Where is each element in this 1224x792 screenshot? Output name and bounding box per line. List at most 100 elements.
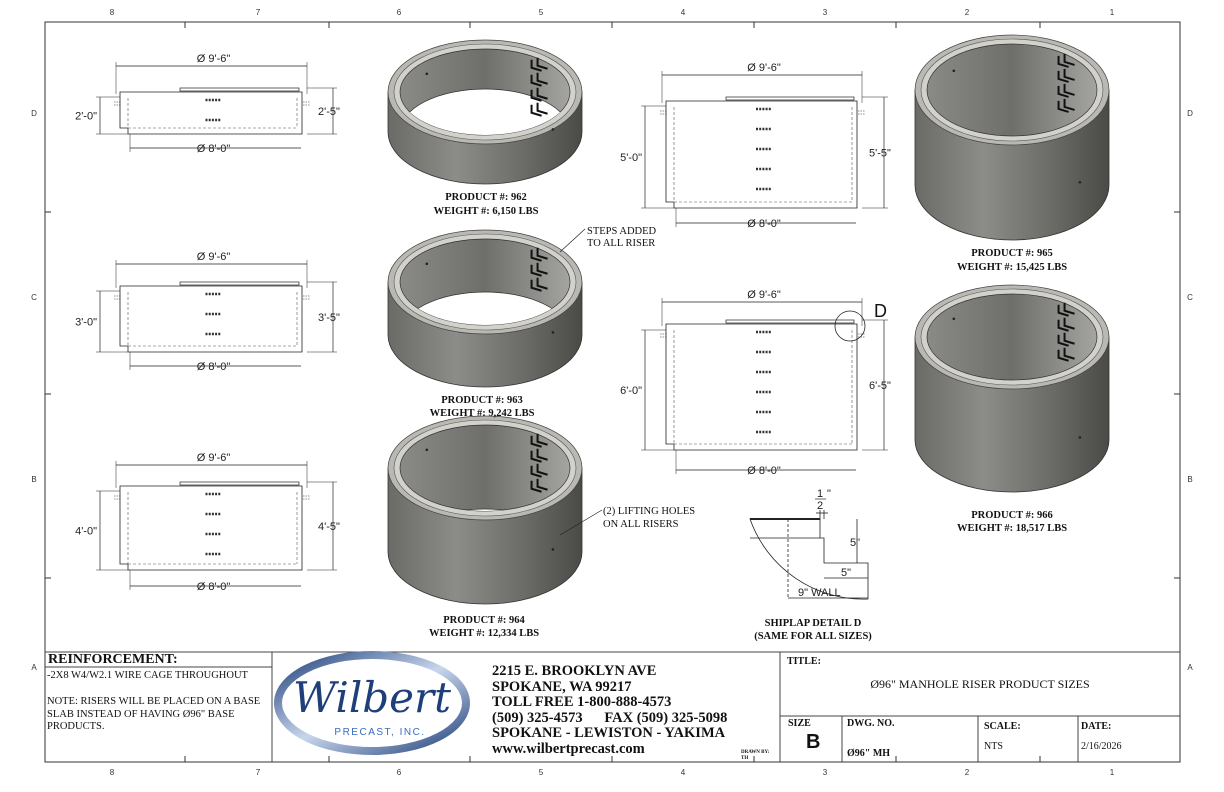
scale-value: NTS: [984, 741, 1003, 752]
manhole-step-icon: [530, 478, 548, 493]
zone-column-label: 3: [823, 768, 828, 777]
detail-step-dim: 5": [841, 567, 851, 579]
manhole-step-icon: [1057, 83, 1075, 98]
lifting-hole-icon: [425, 448, 429, 452]
overall-height-dim: 3'-5": [318, 312, 340, 324]
manhole-step-icon: [530, 57, 548, 72]
product-weight: WEIGHT #: 9,242 LBS: [430, 408, 535, 419]
riser-opening: [400, 508, 570, 511]
lifting-hole-icon: [551, 331, 555, 334]
lifting-hole-icon: [952, 69, 956, 73]
address-line: SPOKANE, WA 99217: [492, 678, 632, 695]
zone-row-label: B: [1187, 475, 1192, 484]
rim-lip: [725, 96, 855, 101]
manhole-step-icon: [530, 262, 548, 277]
riser-outline: [119, 485, 303, 571]
zone-row-label: A: [1187, 663, 1193, 672]
height-dim: 2'-0": [75, 111, 97, 123]
rim-lip: [179, 281, 300, 286]
wilbert-logo: Wilbert PRECAST, INC.: [274, 651, 470, 755]
manhole-step-icon: [530, 247, 548, 262]
product-number: PRODUCT #: 964: [443, 615, 525, 626]
zone-row-label: C: [1187, 293, 1193, 302]
zone-column-label: 8: [110, 768, 115, 777]
manhole-step-icon: [1057, 98, 1075, 113]
product-number: PRODUCT #: 963: [441, 395, 522, 406]
outer-diameter-dim: Ø 9'-6": [747, 289, 781, 301]
detail-title: SHIPLAP DETAIL D: [765, 618, 862, 629]
riser-3d-view: [387, 39, 583, 185]
riser-outline: [119, 285, 303, 353]
overall-height-dim: 5'-5": [869, 148, 891, 160]
rim-lip: [179, 87, 300, 92]
outer-diameter-dim: Ø 9'-6": [197, 251, 231, 263]
reinforcement-spec: -2X8 W4/W2.1 WIRE CAGE THROUGHOUT: [47, 670, 248, 681]
title-block-grid: [45, 651, 1180, 762]
zone-column-label: 1: [1110, 768, 1115, 777]
detail-letter: D: [874, 301, 887, 321]
rim-lip: [725, 319, 855, 324]
inner-diameter-dim: Ø 8'-0": [747, 465, 781, 477]
rim-lip: [179, 481, 300, 486]
riser-outline: [665, 100, 858, 209]
lifting-hole-icon: [1078, 436, 1082, 439]
address-line: 2215 E. BROOKLYN AVE: [492, 663, 657, 679]
product-number: PRODUCT #: 965: [971, 248, 1052, 259]
product-weight: WEIGHT #: 12,334 LBS: [429, 628, 539, 639]
elevation-view: Ø 9'-6" Ø 8'-0" 2'-0" 2'-5": [75, 53, 340, 155]
shiplap-detail-labels: 1 2 " 5" 5" 9" WALL SHIPLAP DETAIL D (SA…: [754, 488, 872, 642]
inner-diameter-dim: Ø 8'-0": [197, 361, 231, 373]
inner-diameter-dim: Ø 8'-0": [197, 143, 231, 155]
zone-column-label: 7: [256, 768, 261, 777]
locations: SPOKANE - LEWISTON - YAKIMA: [492, 725, 726, 741]
half-inch-numerator: 1: [817, 488, 823, 500]
detail-wall-dim: 9" WALL: [798, 587, 841, 599]
elevation-view: Ø 9'-6"Ø 8'-0"3'-0"3'-5": [75, 251, 340, 373]
manhole-step-icon: [1057, 347, 1075, 362]
manhole-step-icon: [530, 277, 548, 292]
company-address: 2215 E. BROOKLYN AVE SPOKANE, WA 99217 T…: [492, 663, 727, 757]
riser-3d-view: [387, 415, 583, 605]
elevation-view: Ø 9'-6"Ø 8'-0"4'-0"4'-5": [75, 452, 340, 593]
zone-column-label: 5: [539, 768, 544, 777]
detail-subtitle: (SAME FOR ALL SIZES): [754, 631, 872, 642]
date-label: DATE:: [1081, 721, 1112, 732]
riser-inner-wall: [399, 424, 571, 512]
title-label: TITLE:: [787, 656, 821, 667]
zone-column-label: 3: [823, 8, 828, 17]
zone-row-label: D: [1187, 109, 1193, 118]
outer-diameter-dim: Ø 9'-6": [747, 62, 781, 74]
zone-column-label: 2: [965, 8, 970, 17]
lifting-hole-icon: [1078, 180, 1082, 184]
lifting-hole-icon: [425, 262, 429, 266]
size-value: B: [806, 731, 821, 753]
lifting-hole-icon: [551, 548, 555, 551]
shiplap-detail: [749, 510, 869, 600]
manhole-step-icon: [1057, 68, 1075, 83]
overall-height-dim: 4'-5": [318, 521, 340, 533]
manhole-step-icon: [530, 102, 548, 117]
zone-column-label: 6: [397, 768, 402, 777]
riser-3d-view: [914, 34, 1110, 241]
reinforcement-heading: REINFORCEMENT:: [48, 652, 178, 667]
zone-row-label: B: [31, 475, 36, 484]
detail-d-marker: D: [834, 301, 887, 342]
manhole-step-icon: [1057, 317, 1075, 332]
website-link[interactable]: www.wilbertprecast.com: [492, 740, 645, 757]
overall-height-dim: 2'-5": [318, 106, 340, 118]
product-weight: WEIGHT #: 15,425 LBS: [957, 262, 1067, 273]
product-number: PRODUCT #: 962: [445, 192, 526, 203]
manhole-step-icon: [530, 87, 548, 102]
outer-diameter-dim: Ø 9'-6": [197, 53, 231, 65]
zone-column-label: 2: [965, 768, 970, 777]
riser-outline: [665, 323, 858, 451]
zone-column-label: 4: [681, 8, 686, 17]
manhole-step-icon: [1057, 332, 1075, 347]
dwg-no-value: Ø96" MH: [847, 748, 891, 759]
riser-inner-wall: [926, 293, 1098, 381]
lifting-hole-icon: [551, 128, 555, 131]
zone-row-label: A: [31, 663, 37, 672]
lifting-holes-callout: (2) LIFTING HOLES ON ALL RISERS: [559, 506, 695, 536]
